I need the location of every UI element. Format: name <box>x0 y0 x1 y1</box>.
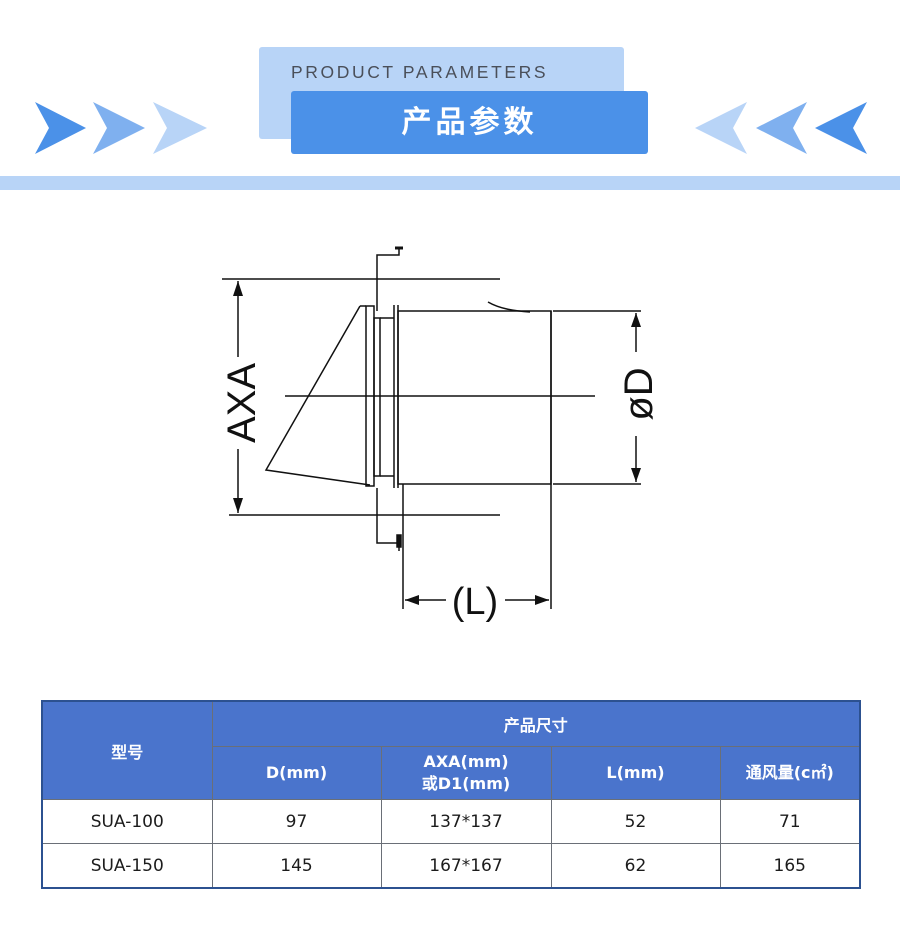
table-subheader-row: D(mm) AXA(mm) 或D1(mm) L(mm) 通风量(c㎡) <box>42 746 861 800</box>
section-subtitle: PRODUCT PARAMETERS <box>291 62 549 82</box>
cell-model: SUA-100 <box>41 799 213 844</box>
left-arrow-icon <box>815 102 867 154</box>
left-arrow-icon <box>756 102 807 154</box>
cell-airflow: 165 <box>719 843 861 889</box>
diameter-dimension-label: øD <box>617 367 661 420</box>
cell-d: 145 <box>211 843 382 889</box>
col-group-header: 产品尺寸 <box>211 700 861 747</box>
section-header: PRODUCT PARAMETERS 产品参数 <box>0 0 900 195</box>
left-arrow-icon <box>695 102 747 154</box>
table-row: SUA-100 97 137*137 52 71 <box>41 799 861 844</box>
right-arrow-icon <box>93 102 145 154</box>
col-d-header: D(mm) <box>211 746 382 800</box>
right-arrow-icon <box>35 102 86 154</box>
cell-axa: 167*167 <box>380 843 552 889</box>
cell-l: 52 <box>550 799 721 844</box>
cell-axa: 137*137 <box>380 799 552 844</box>
table-header-row: 型号 产品尺寸 <box>41 700 861 800</box>
col-airflow-header: 通风量(c㎡) <box>719 746 861 800</box>
cell-model: SUA-150 <box>41 843 213 889</box>
col-l-header: L(mm) <box>550 746 721 800</box>
table-row: SUA-150 145 167*167 62 165 <box>41 843 861 889</box>
length-dimension-label: (L) <box>452 581 498 623</box>
cell-d: 97 <box>211 799 382 844</box>
spec-table: 型号 产品尺寸 D(mm) AXA(mm) 或D1(mm) L(mm) 通风量(… <box>41 700 862 889</box>
section-title: 产品参数 <box>401 105 538 140</box>
col-axa-header: AXA(mm) 或D1(mm) <box>380 746 552 800</box>
right-arrow-icon <box>153 102 207 154</box>
decor-arrows <box>35 102 867 154</box>
cell-airflow: 71 <box>719 799 861 844</box>
title-card <box>291 91 648 154</box>
col-axa-header-line1: AXA(mm) <box>423 752 509 771</box>
col-axa-header-line2: 或D1(mm) <box>421 774 511 793</box>
product-diagram: AXA øD (L) <box>220 246 661 623</box>
cell-l: 62 <box>550 843 721 889</box>
col-model-header: 型号 <box>41 700 213 800</box>
header-band <box>0 176 900 190</box>
axa-dimension-label: AXA <box>220 363 264 443</box>
